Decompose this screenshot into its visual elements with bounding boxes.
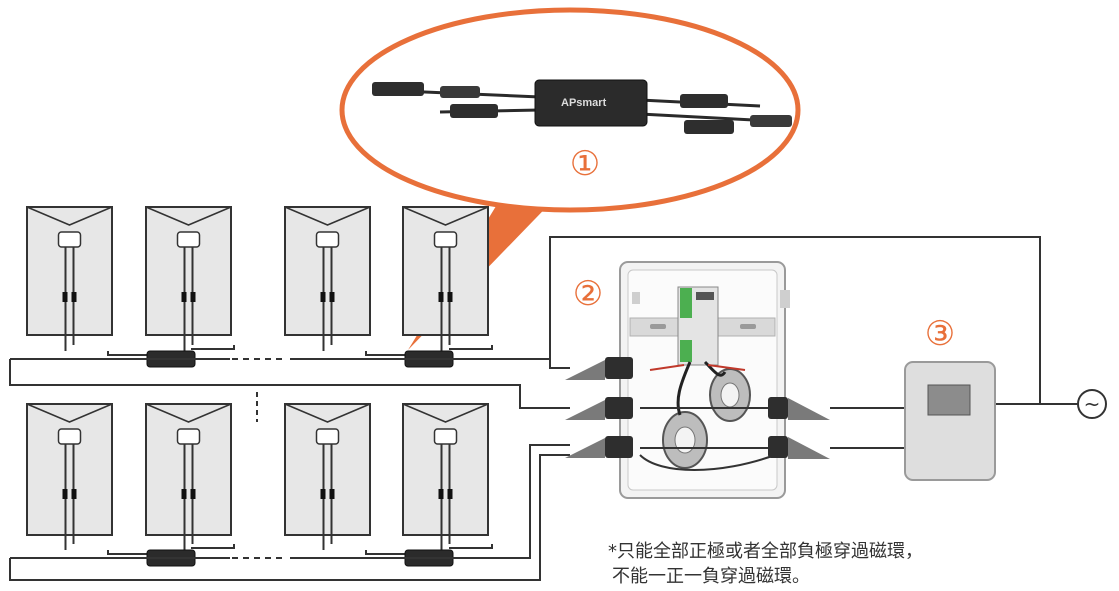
ac-symbol-text: ~ [1084,392,1101,416]
callout-number-3: ③ [925,314,955,354]
junction-box [57,231,82,248]
ac-grid-symbol: ~ [1077,389,1107,419]
solar-panel [26,206,113,336]
note-line-1: *只能全部正極或者全部負極穿過磁環， [608,541,923,562]
junction-box [315,428,340,445]
solar-panel [402,206,489,336]
solar-panel [402,403,489,536]
junction-box [433,428,458,445]
junction-box [57,428,82,445]
callout-number-2: ② [573,274,603,314]
solar-panel [284,403,371,536]
controller-enclosure: ② [565,261,830,499]
solar-panel [284,206,371,336]
junction-box [176,231,201,248]
junction-box [176,428,201,445]
wiring-note: *只能全部正極或者全部負極穿過磁環， 不能一正一負穿過磁環。 [608,541,923,587]
solar-panel [145,403,232,536]
solar-panel [26,403,113,536]
callout-number-1: ① [570,144,600,184]
solar-panel-array [26,206,493,567]
rsd-device-image: APsmart [372,79,792,134]
junction-box [315,231,340,248]
device-logo: APsmart [561,97,607,109]
junction-box [433,231,458,248]
inverter-box: ③ [904,314,996,481]
note-line-2: 不能一正一負穿過磁環。 [612,566,810,587]
string-wiring [9,236,1041,581]
solar-panel [145,206,232,336]
